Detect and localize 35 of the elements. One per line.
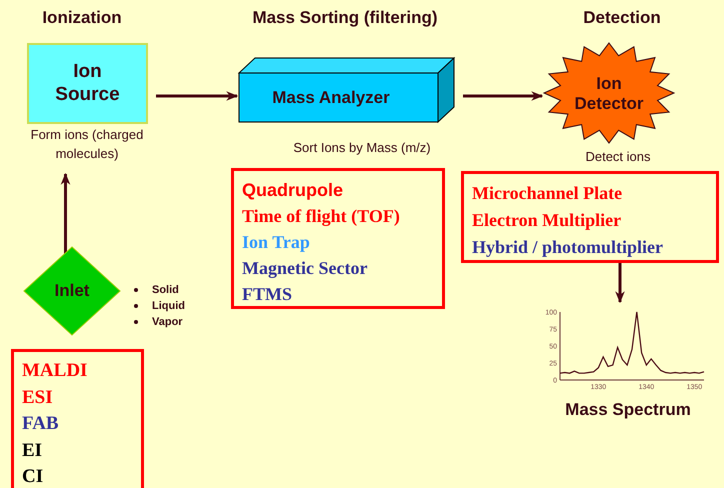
node-label: Ion Detector — [574, 74, 644, 114]
list-item: Magnetic Sector — [242, 257, 368, 280]
bullet-item: Liquid — [152, 299, 185, 314]
node-label: Inlet — [54, 280, 90, 302]
list-panel — [461, 171, 719, 263]
list-item: Electron Multiplier — [472, 209, 622, 232]
list-item: FTMS — [242, 283, 292, 306]
list-panel — [231, 168, 445, 309]
section-heading: Detection — [583, 8, 661, 28]
arrow — [156, 91, 238, 101]
bullet-item: Solid — [152, 283, 179, 298]
detector-starburst — [544, 44, 674, 142]
arrow — [615, 263, 625, 304]
chart-title: Mass Spectrum — [565, 400, 691, 420]
list-item: ESI — [22, 386, 53, 410]
node-caption: Sort Ions by Mass (m/z) — [292, 139, 432, 157]
node-caption: Detect ions — [584, 148, 652, 166]
node-label: Ion Source — [54, 60, 121, 106]
section-heading: Mass Sorting (filtering) — [252, 8, 438, 28]
list-panel — [11, 349, 144, 488]
list-item: Ion Trap — [242, 231, 310, 254]
list-item: CI — [22, 465, 44, 488]
list-item: Time of flight (TOF) — [242, 205, 400, 228]
list-item: Quadrupole — [242, 179, 344, 202]
arrow — [463, 91, 544, 101]
list-item: Hybrid / photomultiplier — [472, 236, 664, 259]
list-item: MALDI — [22, 359, 88, 383]
list-item: EI — [22, 438, 42, 462]
ion-source-box — [27, 43, 148, 124]
list-item: FAB — [22, 412, 59, 436]
bullet-item: Vapor — [152, 315, 183, 330]
list-item: Microchannel Plate — [472, 182, 622, 205]
inlet-diamond — [24, 247, 120, 335]
node-caption: Form ions (charged molecules) — [30, 126, 144, 163]
section-heading: Ionization — [42, 8, 122, 28]
